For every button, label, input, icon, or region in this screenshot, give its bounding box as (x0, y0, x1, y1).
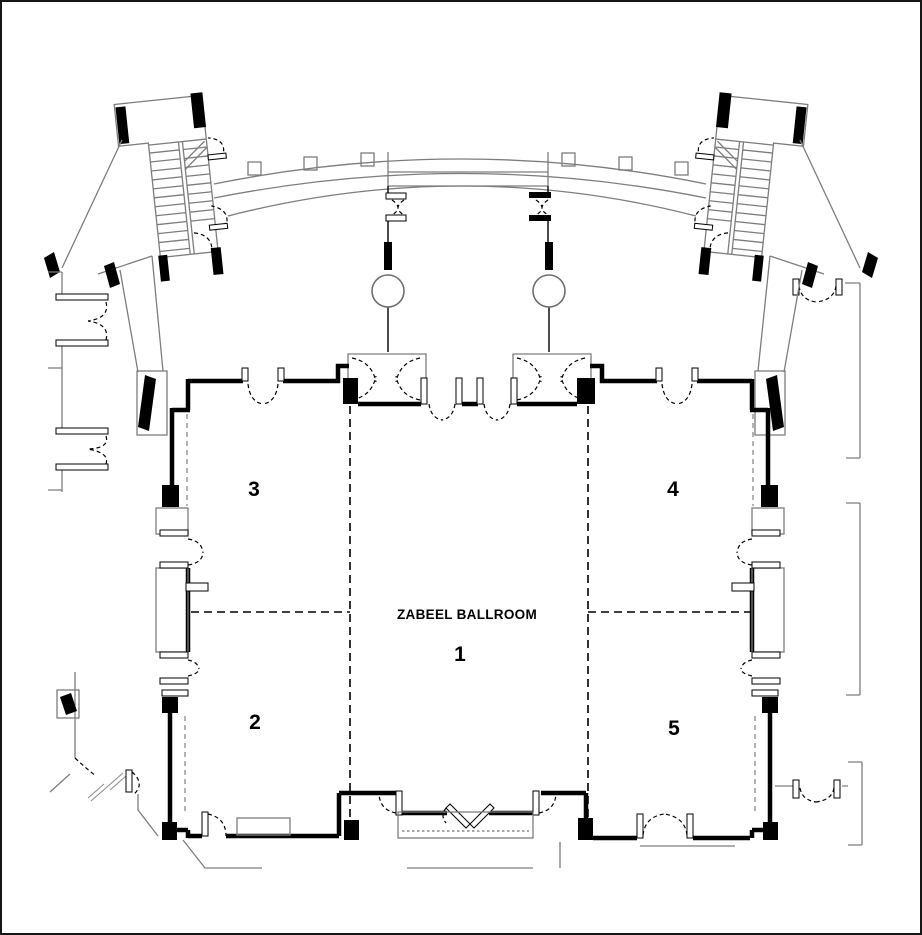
wall-pillars (162, 378, 778, 840)
vestibule-left (347, 353, 427, 404)
bottom-exterior (49, 672, 735, 869)
door-pillar (44, 252, 60, 278)
ballroom-title: ZABEEL BALLROOM (397, 607, 537, 622)
room-label-2: 2 (249, 711, 261, 734)
ballroom-walls (167, 363, 773, 841)
lobby-to-ballroom-links (119, 255, 803, 373)
wall-bays (155, 507, 785, 653)
stage-recess (236, 811, 534, 839)
left-exterior-walls (44, 139, 153, 492)
right-exterior-walls (769, 139, 878, 846)
room-label-5: 5 (668, 717, 680, 740)
round-column-right (532, 274, 566, 308)
partition-lines (184, 406, 756, 832)
door-pillar (802, 262, 818, 288)
corridor-entry-left (371, 186, 407, 352)
labels: ZABEEL BALLROOM 1 3 4 2 5 (248, 478, 680, 740)
bottom-left-platform (236, 817, 291, 836)
door-pillar (104, 262, 120, 288)
gallery-columns (247, 152, 689, 176)
ballroom-doors (159, 367, 781, 839)
stairwell-left (113, 89, 240, 286)
stairwell-right (682, 89, 809, 286)
room-label-1: 1 (454, 643, 466, 666)
room-label-4: 4 (667, 478, 679, 501)
round-column-left (371, 274, 405, 308)
room-label-3: 3 (248, 478, 260, 501)
door-leaf (469, 803, 495, 829)
curved-gallery-corridor (213, 152, 707, 217)
corner-pilaster-left (136, 370, 168, 436)
door-pillar (862, 252, 878, 278)
corridor-entry-right (529, 186, 566, 352)
door-leaf (445, 803, 471, 829)
